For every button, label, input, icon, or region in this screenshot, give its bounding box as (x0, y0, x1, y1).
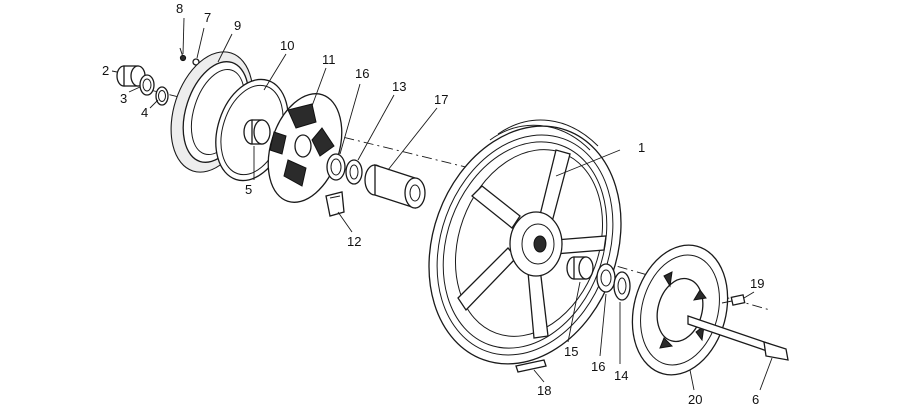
part-3-bearing (139, 74, 155, 96)
callout-17: 17 (434, 92, 448, 107)
part-20-brake-disc (631, 244, 729, 376)
part-16-bearing-left (326, 153, 346, 181)
callout-20: 20 (688, 392, 702, 407)
part-2-spacer-bush (116, 65, 146, 87)
callout-5: 5 (245, 182, 252, 197)
callout-1: 1 (638, 140, 645, 155)
callout-2: 2 (102, 63, 109, 78)
part-12-rubber-block (325, 191, 345, 217)
callout-15: 15 (564, 344, 578, 359)
callout-3: 3 (120, 91, 127, 106)
callout-14: 14 (614, 368, 628, 383)
callout-11: 11 (322, 52, 336, 67)
part-17-spacer-tube (364, 164, 426, 209)
callout-8: 8 (176, 1, 183, 16)
wheel-spokes (457, 149, 607, 339)
callout-9: 9 (234, 18, 241, 33)
part-1-wheel-rim (428, 119, 622, 365)
callout-6: 6 (752, 392, 759, 407)
part-19-disc-bolt (721, 294, 746, 306)
part-13-seal (345, 159, 363, 185)
callout-16-right: 16 (591, 359, 605, 374)
callout-16-left: 16 (355, 66, 369, 81)
callout-4: 4 (141, 105, 148, 120)
callout-13: 13 (392, 79, 406, 94)
callout-18: 18 (537, 383, 551, 398)
part-14-seal (613, 271, 631, 301)
callout-12: 12 (347, 234, 361, 249)
leader-lines (111, 17, 773, 391)
part-18-clip (515, 359, 547, 373)
callout-19: 19 (750, 276, 764, 291)
callout-numbers: 8 7 9 10 11 16 13 17 1 2 3 4 5 12 15 16 … (102, 1, 764, 407)
part-4-seal-ring (155, 86, 169, 106)
callout-7: 7 (204, 10, 211, 25)
callout-10: 10 (280, 38, 294, 53)
part-8-screw (179, 47, 187, 62)
part-16-bearing-right (596, 263, 616, 293)
part-15-hub-spacer (566, 256, 594, 280)
part-6-wheel-spindle (687, 315, 789, 361)
part-5-inner-spacer (243, 119, 271, 145)
